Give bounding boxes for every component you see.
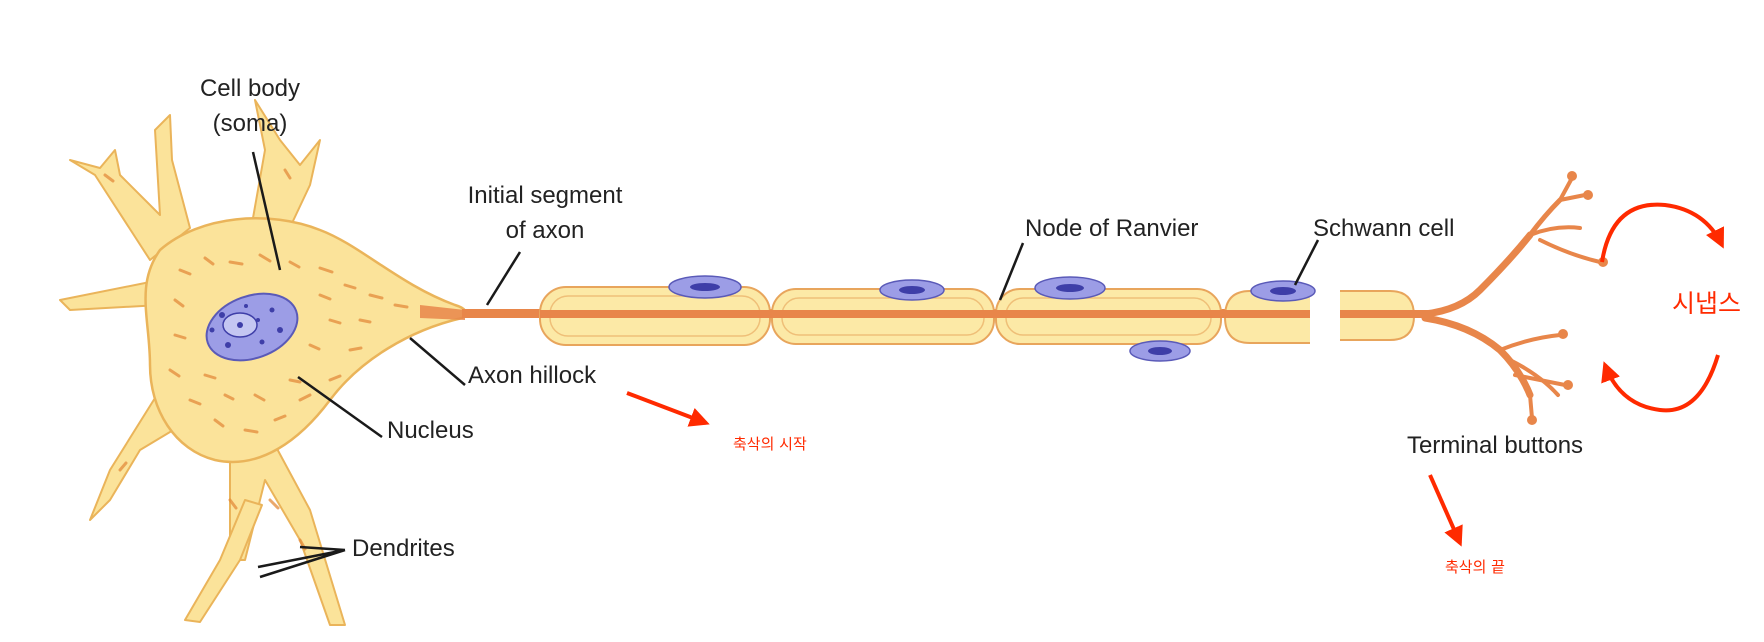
axon-hillock-label: Axon hillock	[468, 362, 597, 389]
terminal-button	[1563, 380, 1573, 390]
leader-lines	[251, 151, 1320, 579]
synapse-arrow-upper	[1600, 202, 1724, 263]
axon-core-distal	[1340, 310, 1430, 318]
annotations: 축삭의 시작 축삭의 끝 시냅스	[626, 202, 1741, 576]
schwann-cell-nucleus	[668, 275, 742, 299]
axon-terminals	[1421, 176, 1602, 420]
node-of-ranvier-leader	[998, 242, 1025, 301]
schwann-cell-leader	[1293, 239, 1320, 286]
node-of-ranvier-label: Node of Ranvier	[1025, 215, 1198, 242]
terminal-buttons	[1527, 171, 1608, 425]
dendrite-upper-left	[69, 114, 191, 261]
schwann-cell-nucleus	[1129, 340, 1191, 362]
cell-body-label: Cell body	[200, 75, 300, 102]
nucleus	[205, 292, 299, 362]
axon-end-note: 축삭의 끝	[1445, 558, 1505, 576]
cell-body-leader	[251, 151, 282, 271]
axon-hillock-leader	[409, 337, 466, 386]
axon-hillock-taper	[420, 305, 465, 320]
schwann-cell-nucleus	[879, 279, 945, 301]
dendrite-bottom-branch	[184, 499, 263, 623]
axon-end-arrow	[1428, 474, 1463, 547]
axon-core-inner	[540, 310, 1310, 318]
axon-start-arrow	[626, 391, 710, 427]
terminal-button	[1567, 171, 1577, 181]
cell-body-label-sub: (soma)	[213, 110, 288, 137]
cell-body	[59, 99, 468, 626]
cytoplasm-fibrils	[103, 168, 409, 551]
synapse-arrow-lower	[1601, 354, 1720, 413]
soma-shape	[144, 217, 468, 464]
synapse-note: 시냅스	[1672, 289, 1741, 318]
axon-break	[1312, 285, 1338, 347]
terminal-button	[1558, 329, 1568, 339]
initial-segment-leader	[485, 251, 522, 306]
axon-start-note: 축삭의 시작	[733, 435, 807, 453]
schwann-cell-nucleus	[1034, 276, 1106, 300]
dendrites-leader	[257, 545, 346, 579]
initial-segment-label: Initial segment	[468, 182, 623, 209]
dendrites-label: Dendrites	[352, 535, 455, 562]
schwann-cell-label: Schwann cell	[1313, 215, 1454, 242]
labels: Cell body (soma) Initial segment of axon…	[200, 75, 1583, 562]
schwann-cells	[668, 275, 1316, 362]
terminal-button	[1527, 415, 1537, 425]
terminal-button	[1583, 190, 1593, 200]
terminal-buttons-label: Terminal buttons	[1407, 432, 1583, 459]
schwann-cell-nucleus	[1250, 280, 1316, 302]
nucleus-leader	[297, 375, 383, 439]
initial-segment-label-sub: of axon	[506, 217, 585, 244]
nucleus-label: Nucleus	[387, 417, 474, 444]
